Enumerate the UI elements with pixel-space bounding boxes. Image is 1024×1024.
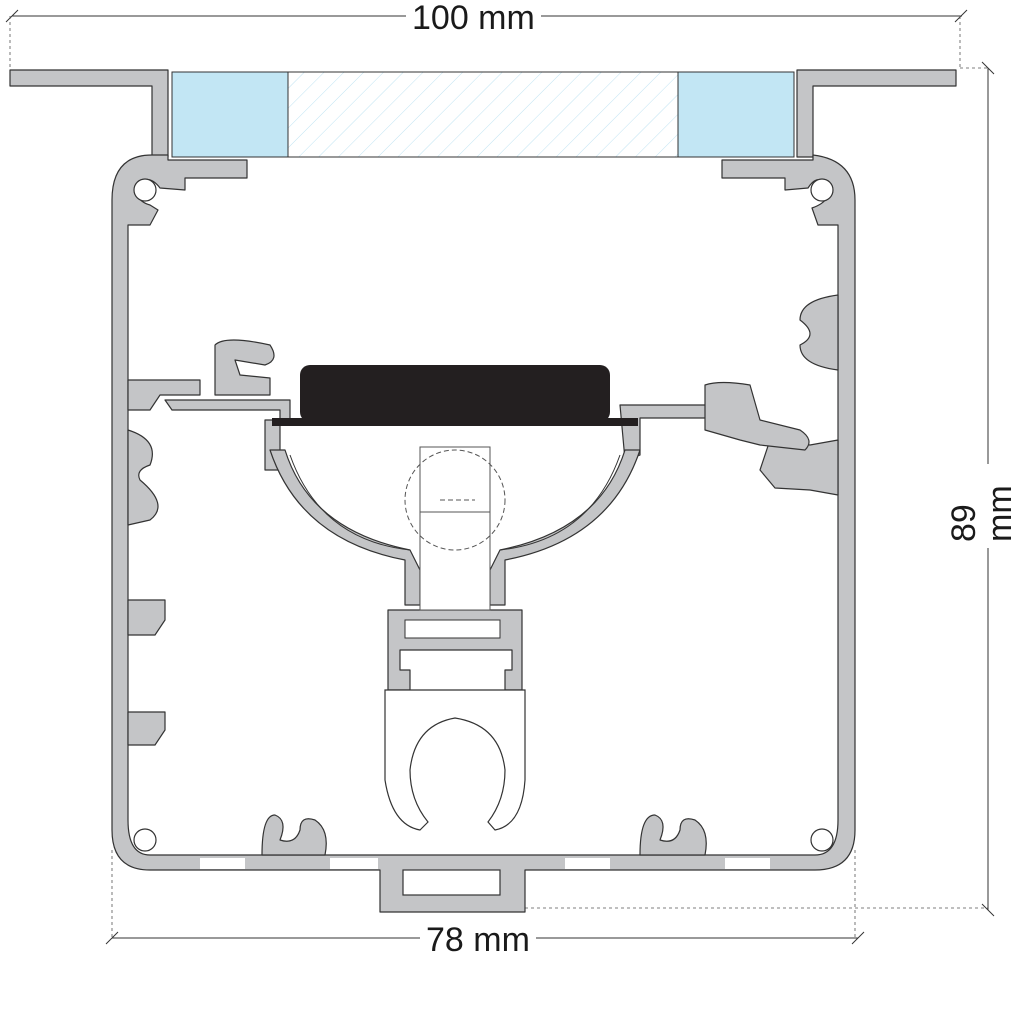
led-module	[272, 365, 638, 426]
dimension-width-top: 100 mm	[406, 0, 541, 36]
dimension-height: 89 mm	[945, 464, 1019, 548]
lens-optic	[404, 446, 506, 611]
diffuser-cover	[171, 71, 795, 158]
dimension-width-bottom: 78 mm	[420, 922, 536, 958]
aluminium-profile	[9, 69, 957, 913]
